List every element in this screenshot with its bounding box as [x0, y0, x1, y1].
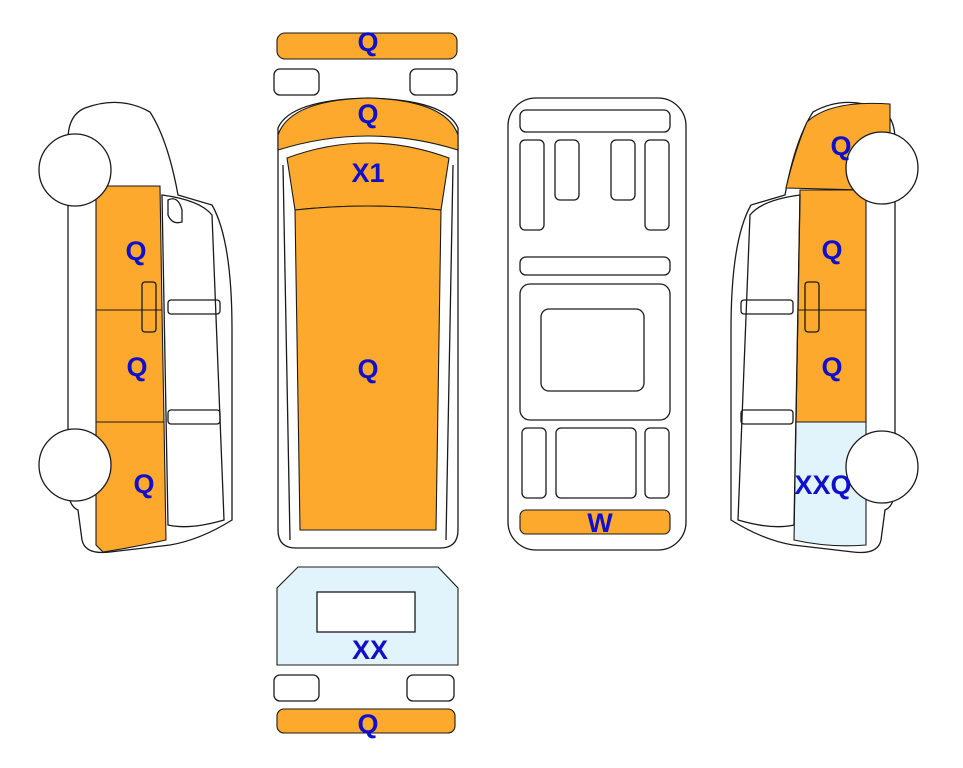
top-label-windshield: X1: [351, 158, 384, 188]
underside-center-frame: [519, 283, 671, 421]
left-side-mirror: [167, 198, 183, 224]
top-right-headlight: [409, 68, 458, 96]
right-side-label-rear: XXQ: [794, 470, 851, 500]
underside-front-bar: [519, 109, 671, 133]
left-side-label-front: Q: [125, 236, 146, 266]
underside-rear-center: [555, 427, 637, 499]
top-left-headlight: [273, 68, 320, 96]
right-side-label-front: Q: [821, 235, 842, 265]
underside-center-box: [540, 308, 645, 392]
underside-mid-bar: [519, 256, 671, 276]
underside-front-left-outer: [519, 139, 545, 231]
top-left-side-line: [282, 164, 291, 541]
rear-bumper[interactable]: [276, 708, 456, 734]
rear-right-tail-light: [406, 674, 455, 702]
right-side-view: Q Q Q XXQ: [730, 101, 919, 554]
right-side-window-frame: [737, 194, 801, 528]
top-right-side-line: [445, 164, 454, 541]
top-front-bumper[interactable]: [276, 32, 458, 60]
left-side-window-1: [167, 299, 221, 315]
right-side-window-2: [740, 409, 794, 425]
left-side-window-frame: [161, 194, 225, 528]
left-side-panel-rear[interactable]: [95, 421, 167, 553]
left-side-window-2: [167, 409, 221, 425]
right-side-window-1: [740, 299, 794, 315]
right-side-label-top: Q: [830, 131, 851, 161]
right-side-front-wheel: [845, 131, 919, 205]
underside-label-rear-strip: W: [587, 508, 613, 538]
top-label-hood: Q: [357, 99, 378, 129]
underside-rear-left: [521, 427, 547, 499]
rear-label-bumper: Q: [357, 709, 378, 739]
left-side-view: Q Q Q: [38, 101, 233, 554]
underside-rear-strip[interactable]: [519, 509, 671, 535]
right-side-panel-rear[interactable]: [793, 421, 867, 547]
underside-front-left-inner: [554, 139, 580, 201]
rear-window: [316, 591, 416, 633]
left-side-door-handle: [141, 281, 157, 333]
right-side-door-handle: [804, 281, 820, 333]
underside-body-outline: [507, 97, 687, 551]
underside-rear-right: [644, 427, 670, 499]
rear-label-door: XX: [352, 635, 388, 665]
left-side-label-middle: Q: [126, 352, 147, 382]
top-label-front-bumper: Q: [357, 27, 378, 57]
underside-view: W: [507, 97, 687, 551]
top-view: Q Q X1 Q: [273, 27, 459, 549]
top-hood[interactable]: [277, 97, 459, 151]
rear-view: XX Q: [273, 566, 459, 739]
left-side-label-rear: Q: [133, 469, 154, 499]
right-side-label-middle: Q: [821, 352, 842, 382]
left-side-rear-wheel: [38, 428, 112, 502]
underside-front-right-outer: [644, 139, 670, 231]
rear-left-tail-light: [273, 674, 320, 702]
top-roof[interactable]: [294, 205, 442, 531]
top-label-roof: Q: [357, 354, 378, 384]
underside-front-right-inner: [610, 139, 636, 201]
right-side-rear-wheel: [845, 430, 919, 504]
left-side-front-wheel: [38, 133, 112, 207]
